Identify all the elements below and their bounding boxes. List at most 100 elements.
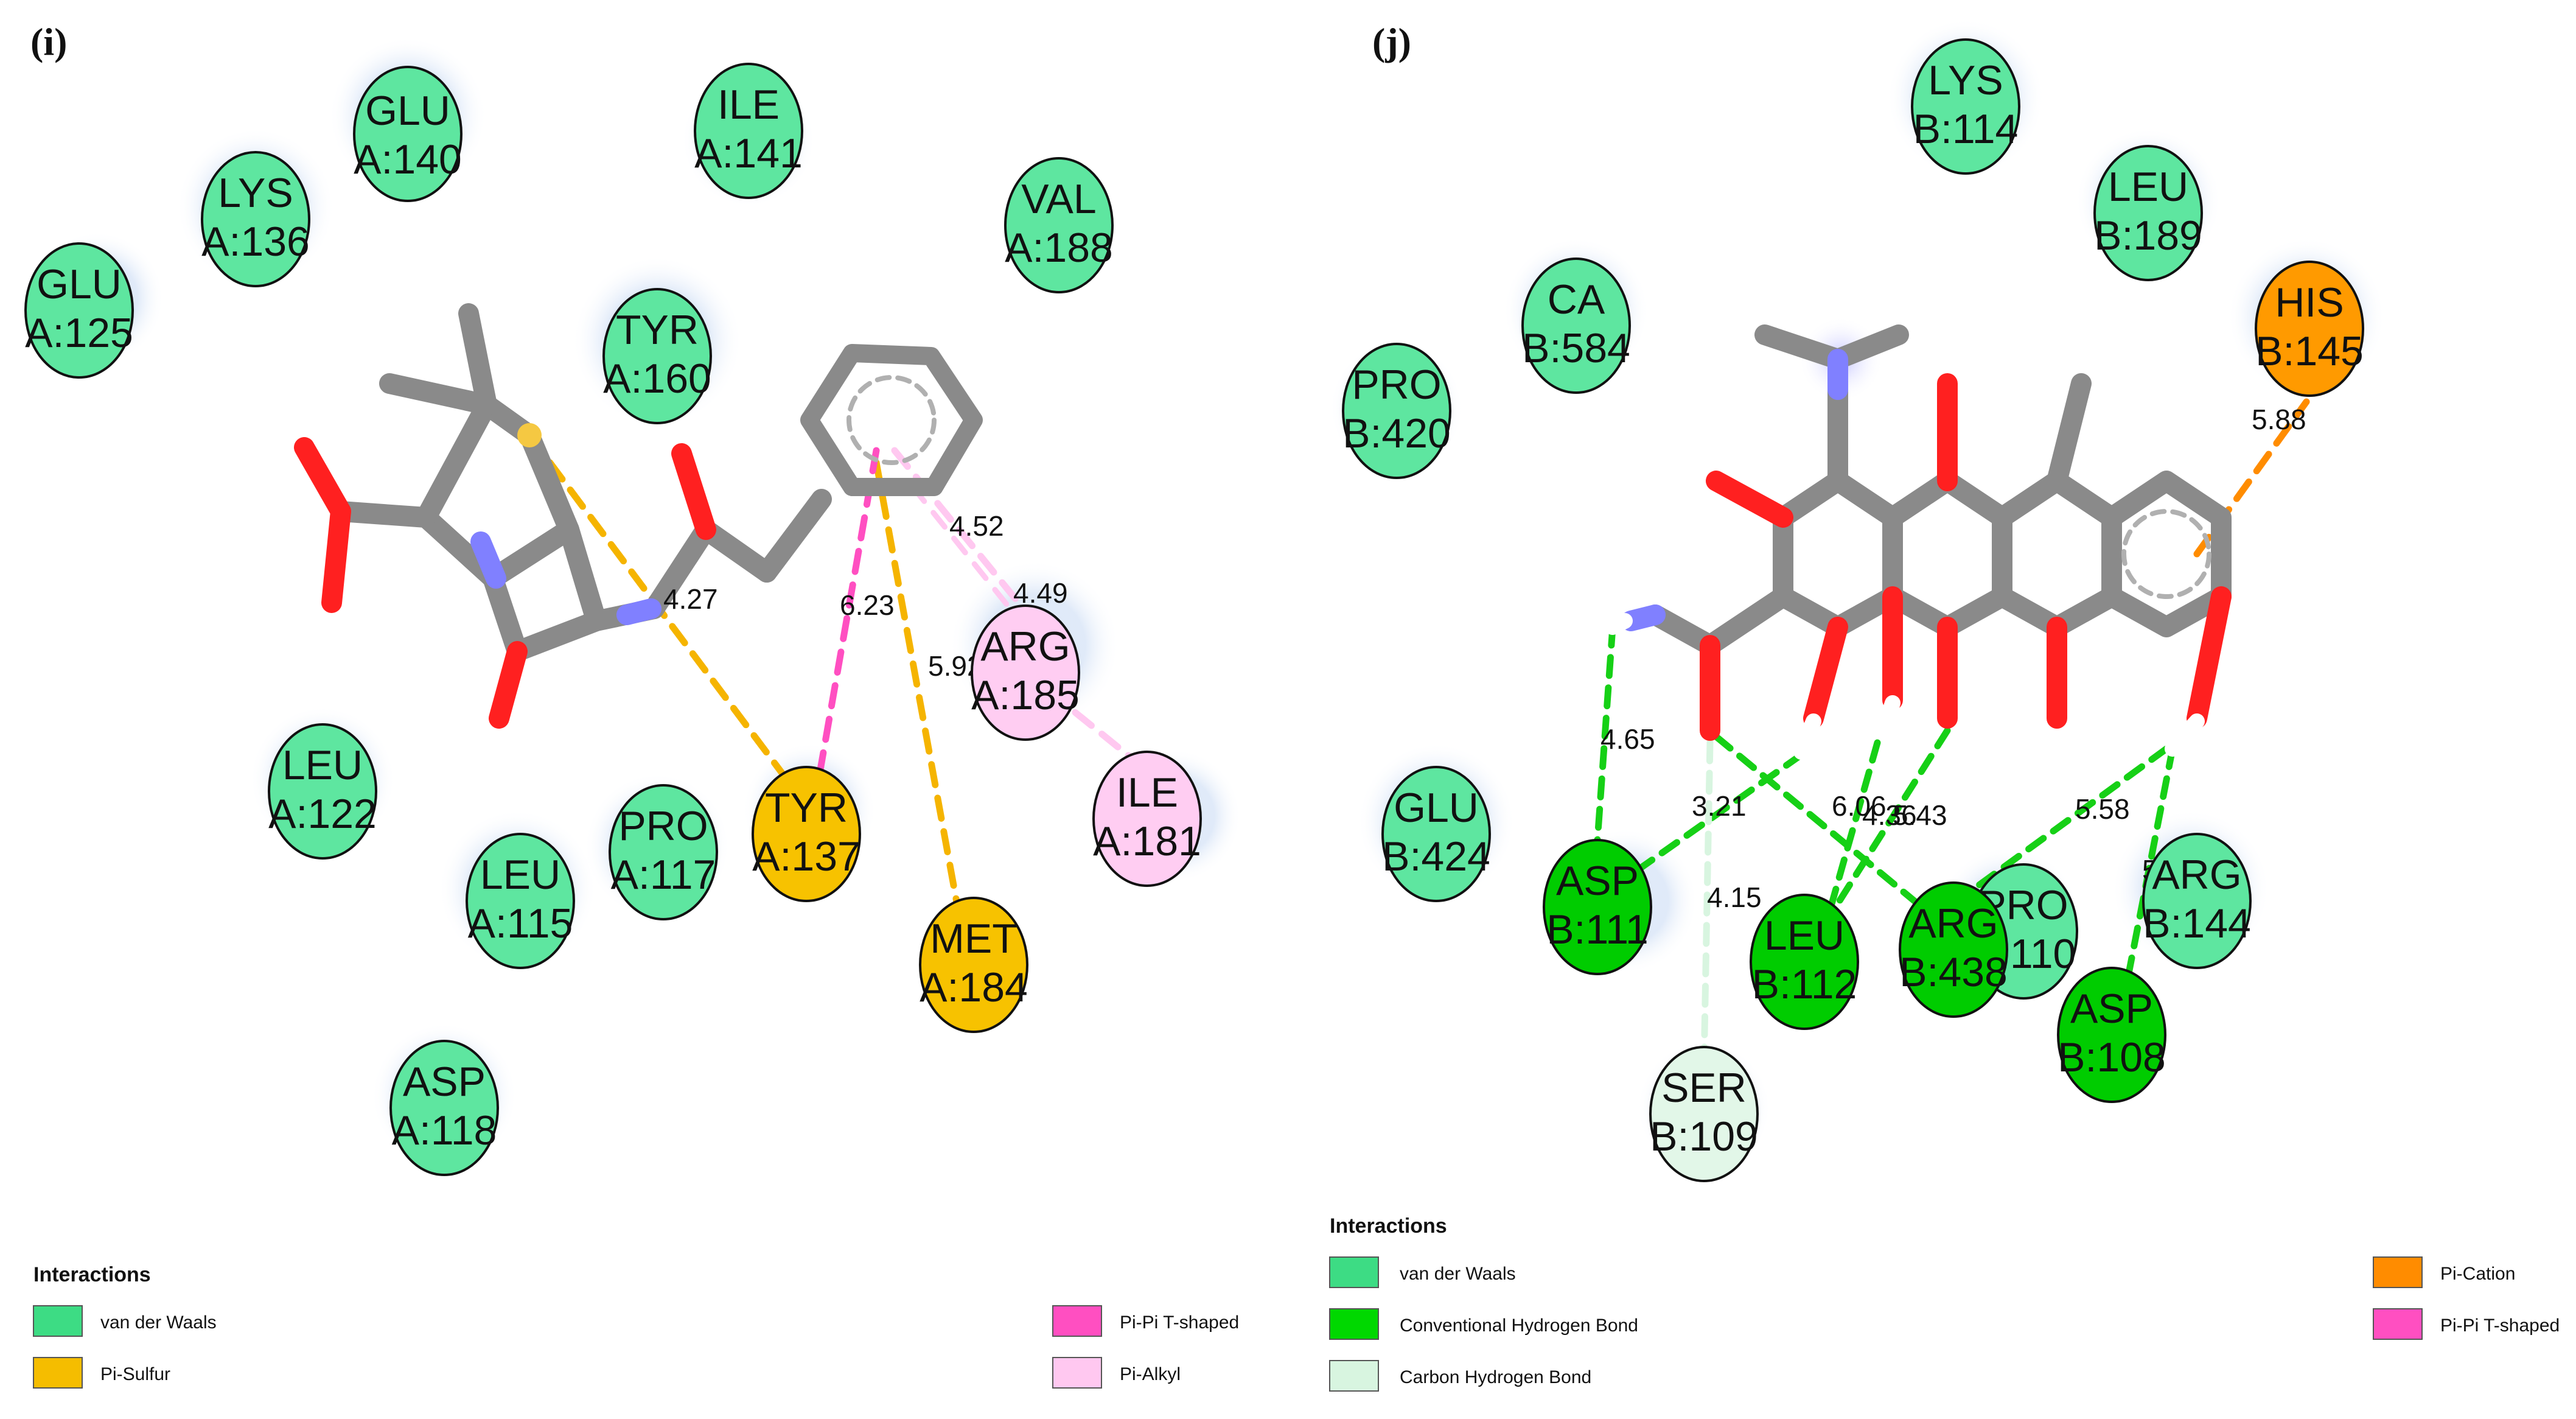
- svg-text:B:424: B:424: [1382, 833, 1490, 880]
- residue-arg438: ARG B:438: [1899, 881, 2008, 1018]
- pialkyl-line-arg185-b: [910, 484, 1013, 612]
- svg-text:B:438: B:438: [1899, 949, 2008, 995]
- distance-label: 5.43: [1893, 799, 1947, 831]
- distance-label: 4.52: [949, 510, 1004, 542]
- distance-label: 4.65: [1600, 723, 1655, 755]
- residue-asp118: ASP A:118: [389, 1040, 499, 1176]
- panel-i-label: (i): [30, 20, 67, 63]
- svg-text:B:114: B:114: [1913, 106, 2019, 152]
- hbond-line-asp111-b: [1633, 751, 1805, 874]
- residue-val188: VAL A:188: [1004, 157, 1114, 293]
- svg-text:LEU: LEU: [1764, 913, 1845, 959]
- svg-text:B:584: B:584: [1522, 325, 1630, 371]
- panel-j: (j): [1329, 18, 2560, 1392]
- residue-ca584: CA B:584: [1521, 258, 1631, 394]
- residue-pro420: PRO B:420: [1342, 343, 1451, 479]
- residue-lys136: LYS A:136: [201, 151, 310, 287]
- distance-label: 4.15: [1707, 881, 1762, 913]
- svg-text:CA: CA: [1548, 276, 1605, 323]
- svg-text:A:188: A:188: [1005, 225, 1113, 271]
- pipi-line-tyr137: [812, 447, 880, 801]
- svg-text:ASP: ASP: [2070, 986, 2153, 1032]
- legend-swatch-pipi: [1052, 1305, 1102, 1337]
- svg-text:A:117: A:117: [611, 852, 716, 898]
- svg-text:A:118: A:118: [392, 1107, 497, 1154]
- svg-text:TYR: TYR: [616, 307, 699, 353]
- residue-arg185: ARG A:185: [971, 604, 1080, 741]
- svg-text:B:144: B:144: [2143, 900, 2251, 947]
- svg-text:ASP: ASP: [1556, 858, 1639, 904]
- panel-j-ligand: [1605, 324, 2232, 760]
- svg-text:LYS: LYS: [218, 170, 293, 216]
- svg-text:A:115: A:115: [468, 900, 573, 947]
- svg-text:ILE: ILE: [717, 82, 780, 128]
- legend-swatch-vdw: [1329, 1256, 1379, 1288]
- legend-label: Pi-Cation: [2440, 1264, 2515, 1284]
- svg-text:A:140: A:140: [354, 136, 462, 183]
- distance-label: 4.49: [1013, 577, 1068, 609]
- legend-swatch-pi-alkyl: [1052, 1357, 1102, 1389]
- svg-text:LEU: LEU: [282, 742, 363, 788]
- svg-text:ASP: ASP: [403, 1059, 486, 1105]
- panel-j-legend: Interactions van der Waals Conventional …: [1329, 1214, 2560, 1392]
- panel-i-legend: Interactions van der Waals Pi-Sulfur Pi-…: [33, 1263, 1239, 1389]
- residue-pro117: PRO A:117: [609, 784, 718, 920]
- legend-swatch-pi-sulfur: [33, 1357, 83, 1389]
- panel-i-ligand: [294, 303, 983, 729]
- panel-j-label: (j): [1372, 20, 1411, 63]
- residue-tyr137: TYR A:137: [752, 766, 861, 902]
- hbond-line-arg438-b: [1962, 745, 2170, 899]
- legend-swatch-pipi: [2373, 1308, 2423, 1340]
- svg-text:B:109: B:109: [1650, 1113, 1758, 1160]
- svg-text:A:125: A:125: [25, 310, 133, 356]
- svg-text:LEU: LEU: [480, 852, 560, 898]
- svg-text:SER: SER: [1661, 1065, 1747, 1111]
- svg-text:A:136: A:136: [201, 219, 310, 265]
- legend-label: Pi-Pi T-shaped: [1120, 1312, 1239, 1333]
- svg-text:B:112: B:112: [1752, 961, 1857, 1007]
- svg-text:B:420: B:420: [1342, 410, 1451, 457]
- svg-text:VAL: VAL: [1021, 176, 1096, 222]
- residue-leu122: LEU A:122: [268, 723, 377, 860]
- residue-ser109: SER B:109: [1649, 1046, 1759, 1182]
- residue-lys114: LYS B:114: [1911, 38, 2020, 175]
- legend-label: Conventional Hydrogen Bond: [1400, 1316, 1638, 1336]
- panel-i-residues: GLU A:140 ILE A:141 LYS A:136 VAL A:188 …: [24, 63, 1202, 1176]
- svg-text:LEU: LEU: [2108, 164, 2188, 210]
- svg-text:B:108: B:108: [2058, 1034, 2166, 1081]
- svg-text:A:184: A:184: [920, 964, 1028, 1011]
- distance-label: 4.27: [663, 583, 718, 615]
- residue-ile181: ILE A:181: [1092, 751, 1202, 887]
- panel-j-residues: LYS B:114 LEU B:189 CA B:584 PRO B:420 H…: [1342, 38, 2364, 1182]
- svg-text:A:122: A:122: [268, 791, 377, 837]
- legend-label: Pi-Sulfur: [100, 1364, 170, 1384]
- svg-text:TYR: TYR: [765, 785, 848, 831]
- chbond-line-ser109: [1700, 739, 1714, 1069]
- hbond-line-leu112-b: [1828, 727, 1951, 917]
- hbond-line-arg438: [1712, 733, 1933, 917]
- legend-label: Pi-Pi T-shaped: [2440, 1316, 2560, 1336]
- hbond-line-leu112-a: [1822, 739, 1881, 929]
- panel-i-interaction-lines: [526, 432, 1154, 965]
- residue-leu115: LEU A:115: [466, 833, 575, 969]
- hbond-line-asp111-a: [1594, 623, 1616, 844]
- legend-swatch-hbond: [1329, 1308, 1379, 1340]
- residue-leu112: LEU B:112: [1750, 894, 1859, 1030]
- legend-title: Interactions: [33, 1263, 151, 1286]
- svg-text:LYS: LYS: [1928, 57, 2003, 103]
- svg-text:PRO: PRO: [1352, 362, 1441, 408]
- svg-text:ILE: ILE: [1116, 769, 1178, 816]
- distance-label: 4.36: [1862, 799, 1917, 831]
- svg-text:A:185: A:185: [971, 672, 1080, 718]
- residue-his145: HIS B:145: [2255, 261, 2364, 397]
- svg-text:MET: MET: [930, 916, 1017, 962]
- residue-ile141: ILE A:141: [694, 63, 803, 199]
- distance-label: 6.06: [1832, 790, 1887, 822]
- svg-text:B:145: B:145: [2255, 328, 2364, 374]
- panel-j-interaction-lines: [1594, 398, 2310, 1069]
- svg-text:A:181: A:181: [1093, 818, 1201, 864]
- distance-label: 6.23: [840, 589, 895, 621]
- residue-arg144: ARG B:144: [2142, 833, 2252, 969]
- residue-tyr160: TYR A:160: [602, 288, 712, 424]
